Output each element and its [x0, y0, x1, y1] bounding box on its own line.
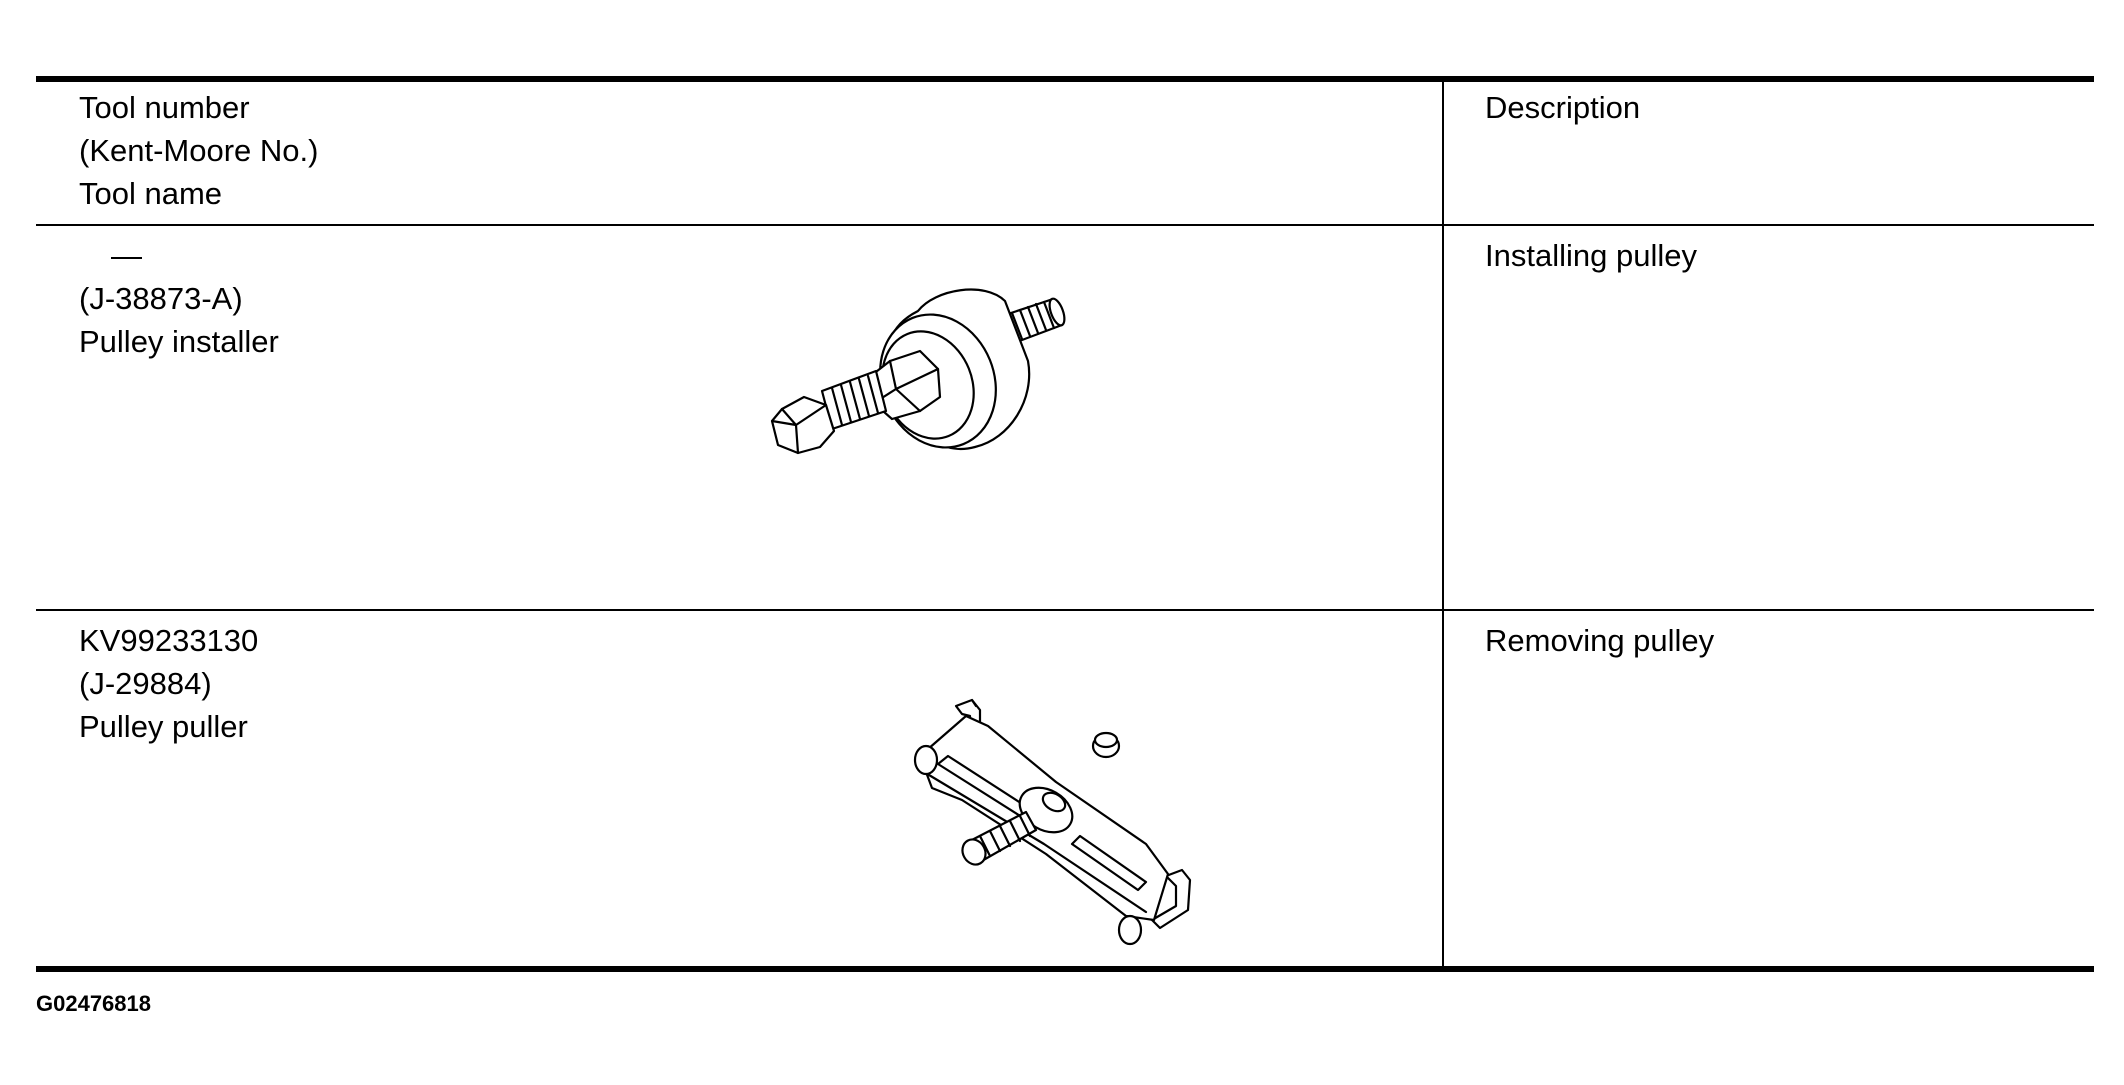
- row-2-tool-name: Pulley puller: [79, 709, 248, 744]
- row-2-description: Removing pulley: [1485, 623, 1715, 658]
- column-divider: [1442, 82, 1444, 966]
- row-1-kent-moore: (J-38873-A): [79, 281, 243, 316]
- row-1-tool-number: —: [111, 238, 142, 273]
- table-row-2-tool-cell: KV99233130 (J-29884) Pulley puller: [79, 619, 258, 748]
- row-1-description: Installing pulley: [1485, 238, 1697, 273]
- header-bottom-rule: [36, 224, 2094, 226]
- pulley-installer-illustration: [770, 288, 1066, 455]
- center-hub: [1018, 786, 1074, 834]
- row-1-tool-name: Pulley installer: [79, 324, 279, 359]
- pulley-puller-illustration: [913, 698, 1192, 946]
- row-2-tool-number: KV99233130: [79, 623, 259, 658]
- thumb-screws: [913, 731, 1143, 946]
- row-2-kent-moore: (J-29884): [79, 666, 212, 701]
- table-top-rule: [36, 76, 2094, 82]
- special-tools-table: Tool number (Kent-Moore No.) Tool name D…: [36, 76, 2094, 972]
- right-puller-leg: [1150, 868, 1192, 930]
- rear-shaft: [1003, 297, 1066, 345]
- header-tool-number: Tool number: [79, 90, 250, 125]
- row-divider-rule: [36, 609, 2094, 611]
- table-bottom-rule: [36, 966, 2094, 972]
- table-row-1-description-cell: Installing pulley: [1485, 234, 1697, 277]
- header-description: Description: [1485, 90, 1641, 125]
- hex-head-bolt: [770, 395, 836, 455]
- header-tool-name: Tool name: [79, 176, 223, 211]
- header-tool-cell: Tool number (Kent-Moore No.) Tool name: [79, 86, 318, 215]
- table-row-2-description-cell: Removing pulley: [1485, 619, 1714, 662]
- header-kent-moore: (Kent-Moore No.): [79, 133, 319, 168]
- table-row-1-tool-cell: — (J-38873-A) Pulley installer: [79, 234, 279, 363]
- header-description-cell: Description: [1485, 86, 1640, 129]
- forcing-screw: [961, 810, 1038, 866]
- figure-code: G02476818: [36, 991, 151, 1016]
